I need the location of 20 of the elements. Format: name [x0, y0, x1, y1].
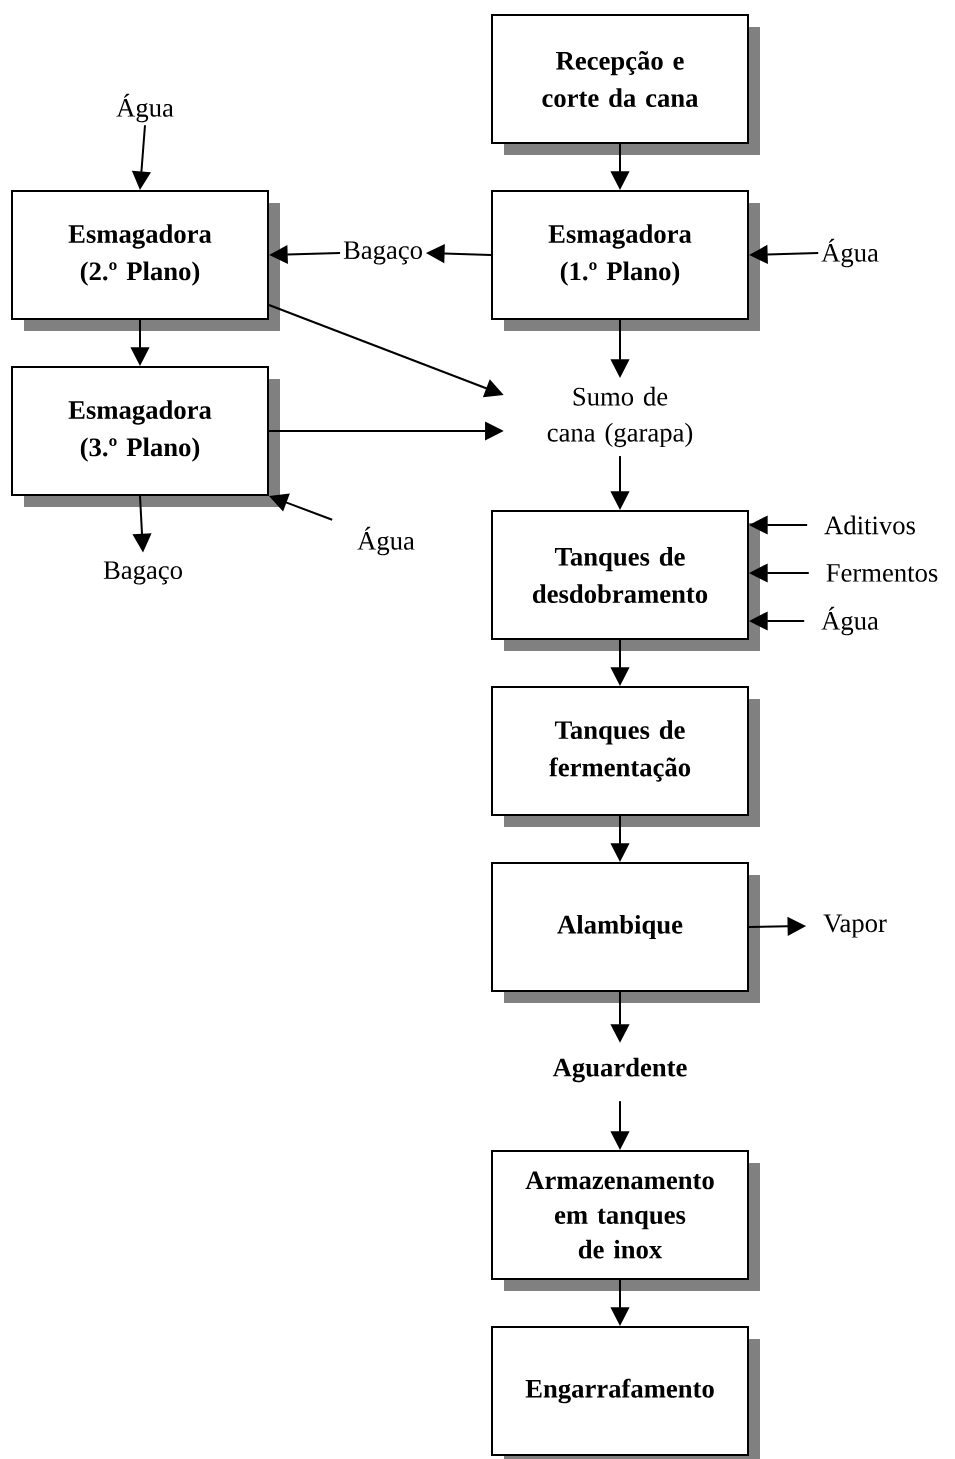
process-box: Armazenamento em tanques de inox	[491, 1150, 760, 1291]
flow-label: Aguardente	[552, 1057, 687, 1083]
flow-label: Sumo de cana (garapa)	[547, 386, 693, 448]
process-box: Tanques de fermentação	[491, 686, 760, 827]
process-box: Alambique	[491, 862, 760, 1003]
process-box: Tanques de desdobramento	[491, 510, 760, 651]
flow-label: Água	[357, 526, 415, 556]
flow-label: Água	[116, 93, 174, 123]
process-box: Esmagadora (2.º Plano)	[11, 190, 280, 331]
flow-label: Fermentos	[826, 564, 938, 582]
process-box: Recepção e corte da cana	[491, 14, 760, 155]
process-box: Esmagadora (3.º Plano)	[11, 366, 280, 507]
flow-label: Bagaço	[103, 561, 182, 585]
process-box: Esmagadora (1.º Plano)	[491, 190, 760, 331]
flow-label: Aditivos	[824, 515, 915, 535]
flow-label: Água	[821, 606, 879, 636]
process-box: Engarrafamento	[491, 1326, 760, 1459]
flow-label: Bagaço	[343, 241, 422, 265]
flow-label: Vapor	[823, 914, 887, 938]
flow-label: Água	[821, 238, 879, 268]
